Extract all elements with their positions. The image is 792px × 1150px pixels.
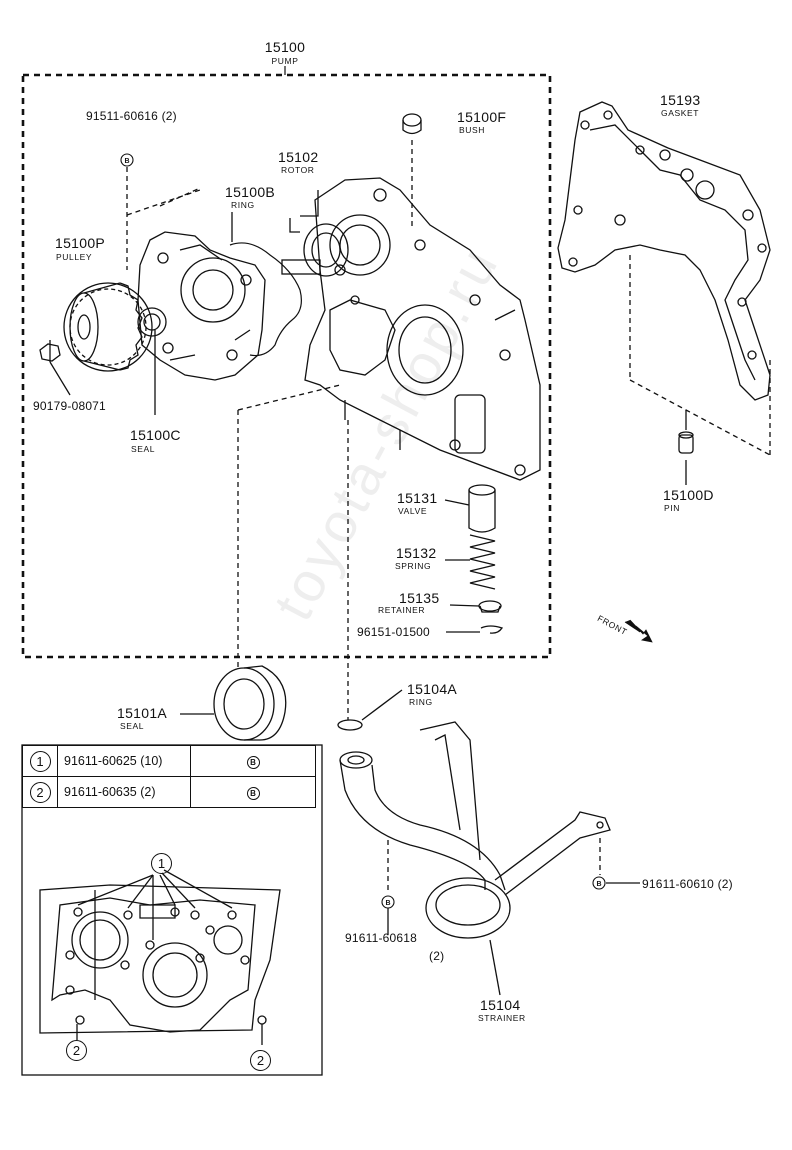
callout-2-right: 2 xyxy=(250,1050,271,1071)
pulley-number: 15100P xyxy=(55,235,106,251)
legend-mark-1: B xyxy=(246,755,260,769)
bush-drawing xyxy=(402,113,422,230)
svg-text:B: B xyxy=(596,881,601,888)
relief-valve-drawing xyxy=(444,484,504,634)
ring-b-drawing xyxy=(229,242,302,357)
bolt3-qty: (2) xyxy=(429,949,445,963)
strainer-number: 15104 xyxy=(480,997,521,1013)
pin-name: PIN xyxy=(664,503,680,513)
spring-name: SPRING xyxy=(395,561,432,571)
ring-b-name: RING xyxy=(231,200,255,210)
seal-a-name: SEAL xyxy=(120,721,145,731)
pin-drawing xyxy=(678,410,694,485)
retainer-number: 15135 xyxy=(399,590,440,606)
bolt-marker-1: B xyxy=(120,153,134,167)
strainer-drawing xyxy=(339,721,611,996)
ring-b-number: 15100B xyxy=(225,184,276,200)
bush-number: 15100F xyxy=(457,109,507,125)
gasket-drawing xyxy=(557,101,771,456)
pump-body-drawing xyxy=(304,177,541,481)
pump-assembly-bracket xyxy=(21,73,552,659)
pump-cover-drawing xyxy=(137,231,266,415)
legend-key-2: 2 xyxy=(29,781,51,803)
ring-a-number: 15104A xyxy=(407,681,458,697)
strainer-name: STRAINER xyxy=(478,1013,526,1023)
bolt4-number: 91611-60610 (2) xyxy=(642,877,733,891)
svg-text:B: B xyxy=(385,900,390,907)
rotor-number: 15102 xyxy=(278,149,319,165)
bolt-legend-table: 1 91611-60625 (10) B 2 91611-60635 (2) B xyxy=(22,745,316,808)
clip-number: 96151-01500 xyxy=(357,625,430,639)
svg-text:B: B xyxy=(124,158,129,165)
callout-1: 1 xyxy=(151,853,172,874)
legend-row: 2 91611-60635 (2) B xyxy=(22,776,316,808)
chain-2 xyxy=(126,189,201,216)
callout-2-left: 2 xyxy=(66,1040,87,1061)
bush-name: BUSH xyxy=(459,125,486,135)
seal-a-number: 15101A xyxy=(117,705,168,721)
gasket-name: GASKET xyxy=(661,108,700,118)
pump-name: PUMP xyxy=(271,56,299,66)
spring-number: 15132 xyxy=(396,545,437,561)
valve-name: VALVE xyxy=(398,506,428,516)
legend-key-1: 1 xyxy=(29,750,51,772)
gasket-number: 15193 xyxy=(660,92,701,108)
pin-number: 15100D xyxy=(663,487,714,503)
bolt-marker-4: B xyxy=(592,876,606,890)
legend-mark-2: B xyxy=(246,786,260,800)
legend-row: 1 91611-60625 (10) B xyxy=(22,745,316,777)
legend-part-1: 91611-60625 (10) xyxy=(57,745,191,777)
seal-c-number: 15100C xyxy=(130,427,181,443)
bolt1-number: 91511-60616 (2) xyxy=(86,109,177,123)
pump-number: 15100 xyxy=(264,39,306,55)
seal-a-drawing xyxy=(180,665,287,741)
legend-part-2: 91611-60635 (2) xyxy=(57,776,191,808)
nut-number: 90179-08071 xyxy=(33,399,106,413)
mini-pump-drawing xyxy=(39,869,281,1045)
retainer-name: RETAINER xyxy=(378,605,426,615)
rotor-name: ROTOR xyxy=(281,165,315,175)
nut-drawing xyxy=(39,340,71,396)
front-arrow-icon xyxy=(624,619,653,643)
ring-a-drawing xyxy=(337,719,363,731)
valve-number: 15131 xyxy=(397,490,438,506)
bolt3-number: 91611-60618 xyxy=(345,931,418,945)
pulley-name: PULLEY xyxy=(56,252,93,262)
bolt-marker-3: B xyxy=(381,895,395,909)
ring-a-name: RING xyxy=(409,697,433,707)
seal-c-name: SEAL xyxy=(131,444,156,454)
